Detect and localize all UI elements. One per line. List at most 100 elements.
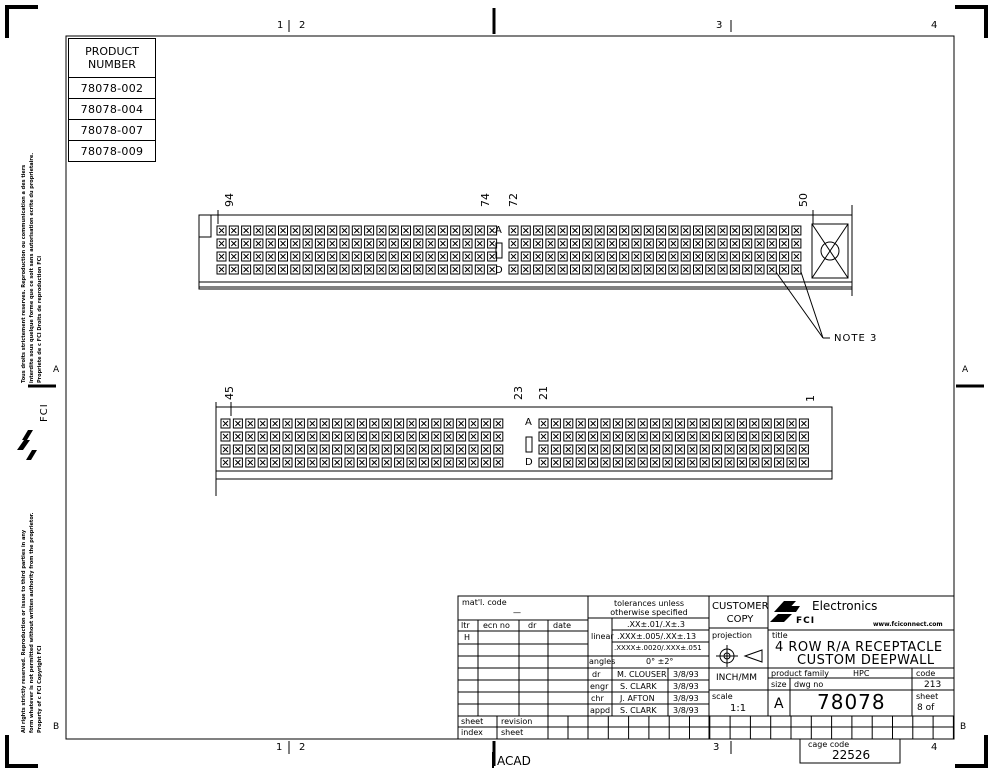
bottom-contact-grid bbox=[220, 418, 809, 468]
contact-cavity-icon bbox=[418, 457, 429, 468]
dwg-no-label: dwg no bbox=[794, 680, 824, 689]
contact-cavity-icon bbox=[282, 431, 293, 442]
contact-cavity-icon bbox=[582, 264, 593, 275]
contact-cavity-icon bbox=[462, 264, 473, 275]
mat-code-value: — bbox=[513, 608, 521, 617]
contact-cavity-icon bbox=[487, 251, 498, 262]
contact-cavity-icon bbox=[779, 264, 790, 275]
contact-cavity-icon bbox=[631, 251, 642, 262]
zone-label-top-1: 1 bbox=[277, 20, 284, 31]
product-number-row: 78078-009 bbox=[80, 144, 144, 158]
angles-label: angles bbox=[589, 657, 616, 666]
contact-cavity-icon bbox=[680, 238, 691, 249]
contact-cavity-icon bbox=[631, 264, 642, 275]
contact-cavity-icon bbox=[643, 251, 654, 262]
contact-cavity-icon bbox=[612, 418, 623, 429]
contact-cavity-icon bbox=[724, 457, 735, 468]
contact-cavity-icon bbox=[282, 444, 293, 455]
contact-cavity-icon bbox=[774, 457, 785, 468]
contact-cavity-icon bbox=[381, 418, 392, 429]
zone-ticks bbox=[288, 20, 732, 754]
contact-cavity-icon bbox=[557, 264, 568, 275]
contact-cavity-icon bbox=[462, 251, 473, 262]
contact-cavity-icon bbox=[766, 238, 777, 249]
rev-header-ltr: ltr bbox=[461, 621, 470, 630]
connector-top bbox=[198, 205, 853, 339]
contact-cavity-icon bbox=[319, 444, 330, 455]
title-block-strip-cells bbox=[587, 716, 954, 739]
contact-cavity-icon bbox=[545, 238, 556, 249]
contact-cavity-icon bbox=[302, 238, 313, 249]
pin-label-23: 23 bbox=[512, 386, 525, 400]
contact-cavity-icon bbox=[754, 238, 765, 249]
contact-cavity-icon bbox=[344, 444, 355, 455]
contact-cavity-icon bbox=[474, 251, 485, 262]
zone-label-left-a: A bbox=[53, 365, 60, 375]
contact-cavity-icon bbox=[637, 444, 648, 455]
contact-cavity-icon bbox=[356, 457, 367, 468]
contact-cavity-icon bbox=[294, 418, 305, 429]
contact-cavity-icon bbox=[619, 238, 630, 249]
angles-value: 0° ±2° bbox=[646, 657, 674, 666]
contact-cavity-icon bbox=[480, 457, 491, 468]
contact-cavity-icon bbox=[612, 431, 623, 442]
contact-cavity-icon bbox=[749, 444, 760, 455]
contact-cavity-icon bbox=[786, 431, 797, 442]
contact-cavity-icon bbox=[401, 225, 411, 236]
logo-text: FCI bbox=[796, 616, 816, 626]
revision-sheet-label: revision bbox=[501, 717, 533, 726]
contact-cavity-icon bbox=[742, 238, 753, 249]
contact-cavity-icon bbox=[232, 444, 243, 455]
contact-cavity-icon bbox=[606, 238, 617, 249]
contact-cavity-icon bbox=[600, 444, 611, 455]
contact-cavity-icon bbox=[468, 418, 479, 429]
contact-cavity-icon bbox=[575, 444, 586, 455]
pin-label-72: 72 bbox=[507, 193, 520, 207]
contact-cavity-icon bbox=[216, 225, 227, 236]
customer-copy: CUSTOMER COPY bbox=[712, 601, 769, 625]
contact-cavity-icon bbox=[594, 225, 605, 236]
contact-cavity-icon bbox=[351, 251, 362, 262]
contact-cavity-icon bbox=[705, 264, 716, 275]
contact-cavity-icon bbox=[241, 251, 252, 262]
contact-cavity-icon bbox=[662, 418, 673, 429]
contact-cavity-icon bbox=[687, 431, 698, 442]
contact-cavity-icon bbox=[582, 251, 593, 262]
top-contact-grid bbox=[216, 225, 802, 275]
contact-cavity-icon bbox=[637, 457, 648, 468]
title-block-frame bbox=[457, 595, 955, 740]
contact-cavity-icon bbox=[612, 444, 623, 455]
contact-cavity-icon bbox=[791, 264, 802, 275]
product-family-label: product family bbox=[771, 669, 830, 678]
product-number-row: 78078-007 bbox=[69, 120, 155, 141]
contact-cavity-icon bbox=[637, 431, 648, 442]
contact-cavity-icon bbox=[241, 225, 252, 236]
contact-cavity-icon bbox=[474, 264, 485, 275]
size-label: size bbox=[771, 680, 787, 689]
contact-cavity-icon bbox=[650, 444, 661, 455]
contact-cavity-icon bbox=[729, 225, 740, 236]
contact-cavity-icon bbox=[798, 431, 809, 442]
contact-cavity-icon bbox=[302, 264, 313, 275]
contact-cavity-icon bbox=[643, 238, 654, 249]
contact-cavity-icon bbox=[766, 251, 777, 262]
website-text: www.fciconnect.com bbox=[873, 621, 943, 628]
contact-cavity-icon bbox=[761, 457, 772, 468]
contact-cavity-icon bbox=[650, 418, 661, 429]
contact-cavity-icon bbox=[278, 225, 288, 236]
contact-cavity-icon bbox=[742, 251, 753, 262]
contact-cavity-icon bbox=[332, 418, 343, 429]
contact-cavity-icon bbox=[557, 251, 568, 262]
code-label: code bbox=[916, 669, 936, 678]
contact-cavity-icon bbox=[798, 418, 809, 429]
drawing-title-line1: 4 ROW R/A RECEPTACLE bbox=[775, 640, 943, 655]
cage-code-label: cage code bbox=[808, 740, 850, 749]
polarizing-slot bbox=[495, 242, 503, 259]
contact-cavity-icon bbox=[443, 457, 454, 468]
contact-cavity-icon bbox=[450, 238, 461, 249]
contact-cavity-icon bbox=[493, 444, 504, 455]
contact-cavity-icon bbox=[779, 251, 790, 262]
contact-cavity-icon bbox=[749, 457, 760, 468]
contact-cavity-icon bbox=[774, 418, 785, 429]
sheet-value: 8 of bbox=[917, 703, 935, 713]
